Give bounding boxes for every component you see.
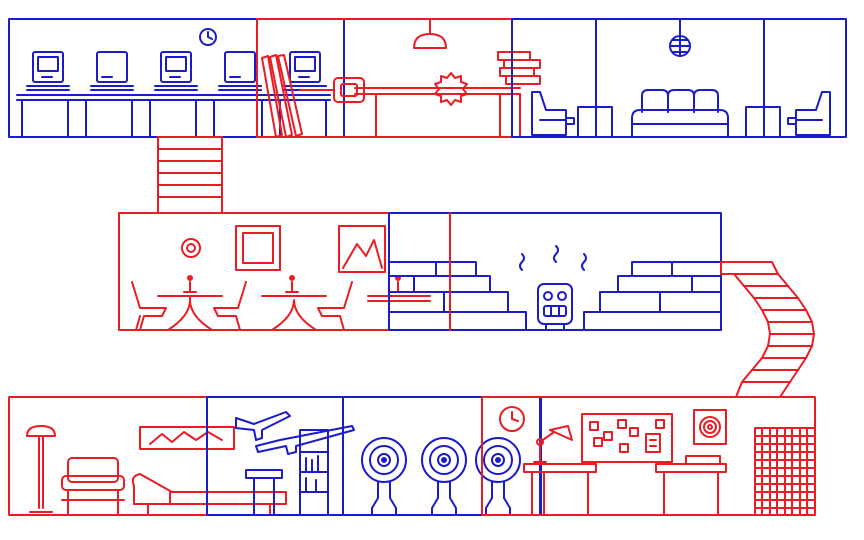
- dining-table: [261, 275, 327, 331]
- floor-lamp-icon: [26, 425, 56, 513]
- grid-window: [754, 427, 816, 516]
- bottom-floor: [8, 396, 816, 516]
- candle-icon: [285, 275, 299, 293]
- dining-chairs: [131, 281, 353, 331]
- side-table: [745, 106, 781, 138]
- armchair-icon: [61, 457, 125, 516]
- chaise-icon: [131, 473, 287, 516]
- leaning-planks: [261, 54, 303, 138]
- saw-blade-icon: [434, 72, 468, 106]
- armchair-right: [795, 91, 831, 136]
- bookshelf-icon: [299, 429, 329, 516]
- middle-floor: [118, 212, 722, 331]
- target-icon: [421, 437, 467, 516]
- computer-icon: [218, 51, 262, 91]
- workshop-room: [256, 18, 541, 138]
- computer-icon: [90, 51, 134, 91]
- sofa-icon: [631, 89, 729, 138]
- armchair-left: [531, 91, 567, 136]
- candle-icon: [183, 275, 197, 293]
- candle-icon: [391, 275, 405, 293]
- robot-icon: [519, 245, 587, 331]
- target-icon: [693, 409, 727, 445]
- target-range-room: [342, 396, 541, 516]
- stairs-top-to-middle: [157, 136, 223, 214]
- ceiling-lamp-icon: [413, 18, 447, 49]
- wall-clock-icon: [499, 406, 525, 432]
- side-table: [577, 106, 613, 138]
- landscape-painting: [139, 426, 235, 450]
- vise-icon: [299, 77, 365, 103]
- board-stack: [497, 51, 541, 138]
- desk-lamp-icon: [533, 425, 573, 463]
- dining-table: [367, 275, 431, 302]
- computer-lab-room: [8, 18, 345, 138]
- dining-table: [157, 275, 223, 331]
- top-floor: [8, 18, 847, 138]
- wall-clock-icon: [199, 28, 217, 46]
- computer-icon: [26, 51, 70, 91]
- bulletin-board-icon: [581, 413, 673, 463]
- computer-icon: [154, 51, 198, 91]
- rifle-icon: [235, 411, 291, 441]
- small-table: [245, 469, 283, 516]
- office-desk: [523, 463, 597, 516]
- disco-ball-icon: [669, 18, 691, 57]
- cup-icon: [787, 117, 797, 125]
- stairs-middle-to-bottom: [720, 261, 815, 398]
- living-room: [8, 396, 344, 516]
- target-icon: [475, 437, 521, 516]
- cup-icon: [565, 117, 575, 125]
- stage-room: [388, 212, 722, 331]
- office-desk: [655, 455, 727, 516]
- target-icon: [361, 437, 407, 516]
- office-room: [481, 396, 816, 516]
- rifle-icon: [255, 425, 355, 455]
- lounge-room: [511, 18, 847, 138]
- gun-room: [206, 396, 542, 516]
